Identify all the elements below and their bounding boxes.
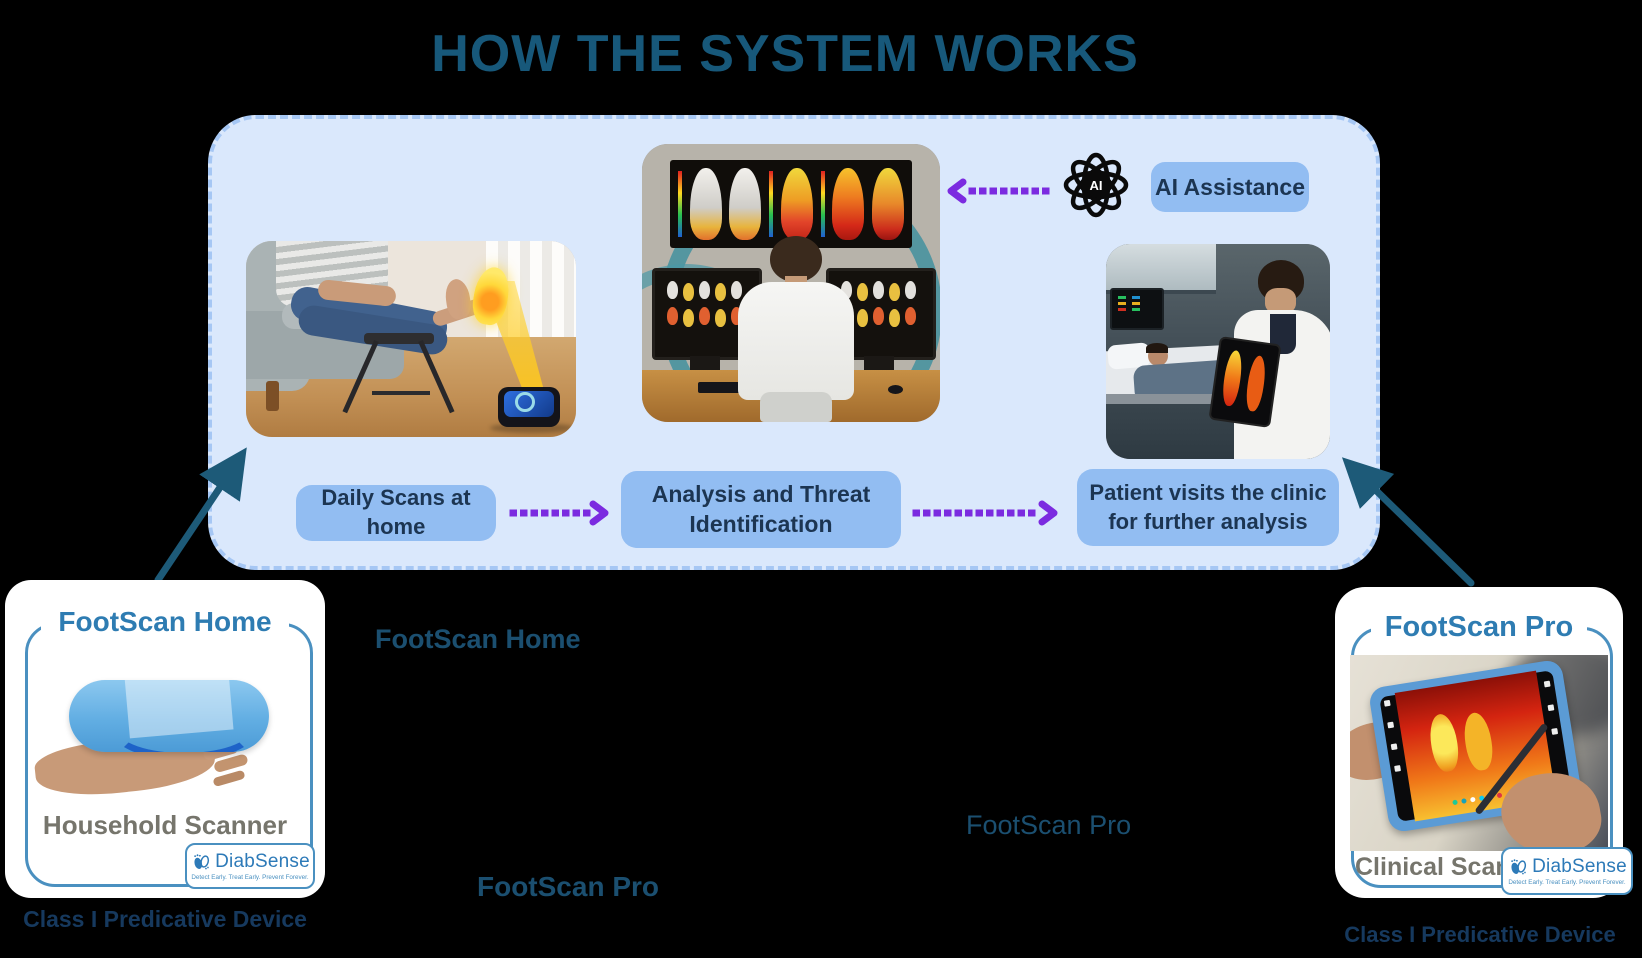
- foot-scan-grayscale-2: [729, 168, 762, 240]
- footscan-pro-card-title: FootScan Pro: [1371, 611, 1587, 644]
- household-scanner-photo: [27, 658, 303, 806]
- doctor-head: [770, 236, 822, 282]
- hospital-window: [1106, 244, 1216, 294]
- couch-leg: [266, 381, 279, 411]
- foot-scan-grid-2: [841, 281, 852, 299]
- patient-hair: [1146, 343, 1168, 353]
- color-scale-bar-2: [769, 171, 774, 237]
- diabsense-tagline: Detect Early. Treat Early. Prevent Forev…: [1508, 879, 1626, 886]
- ai-assistance-label: AI Assistance: [1151, 162, 1309, 212]
- device-seam-line: [111, 700, 257, 752]
- diabsense-logo-name: DiabSense: [1532, 856, 1627, 877]
- floating-label-footscan-home: FootScan Home: [375, 624, 581, 654]
- bezel-icons-right: [1543, 680, 1551, 688]
- footscan-home-device: [498, 387, 560, 427]
- diabsense-logo: DiabSense Detect Early. Treat Early. Pre…: [1501, 847, 1633, 895]
- dotted-arrow-ai-to-analysis: [947, 178, 1054, 204]
- mouse: [888, 385, 903, 394]
- doctor-face: [1265, 288, 1296, 314]
- clinical-scanner-photo: [1350, 655, 1608, 851]
- step-daily-scans-label: Daily Scans at home: [321, 485, 471, 539]
- footscan-home-card-title: FootScan Home: [41, 606, 289, 638]
- foot-stool-seat: [364, 333, 434, 344]
- scanner-lens-ring: [515, 392, 535, 412]
- diabsense-logo: DiabSense Detect Early. Treat Early. Pre…: [185, 843, 315, 889]
- step-analysis-label: Analysis and Threat Identification: [651, 480, 871, 537]
- diabsense-logo-name: DiabSense: [215, 851, 310, 872]
- clinic-photo: [1106, 244, 1330, 459]
- step-clinic-visit: Patient visits the clinic for further an…: [1077, 469, 1339, 546]
- system-flow-panel: AI AI Assistance Daily Scans at home Ana…: [208, 115, 1380, 570]
- page-title: HOW THE SYSTEM WORKS: [431, 25, 1139, 83]
- footscan-pro-card: FootScan Pro Clinical Scanner: [1335, 587, 1633, 898]
- doctor-white-coat: [738, 282, 854, 400]
- analysis-photo: [642, 144, 940, 422]
- tablet-with-thermal-scan: [1208, 336, 1282, 428]
- ai-assistance-text: AI Assistance: [1155, 173, 1305, 200]
- diabsense-logo-row: DiabSense: [1507, 856, 1627, 878]
- step-clinic-visit-label: Patient visits the clinic for further an…: [1089, 479, 1327, 534]
- stool-crossbar: [372, 391, 430, 395]
- office-chair: [760, 392, 832, 422]
- home-card-caption: Household Scanner: [42, 810, 288, 840]
- footscan-home-card: FootScan Home Household Scanner DiabSens…: [5, 580, 325, 898]
- bed-frame: [1106, 394, 1242, 404]
- ai-atom-icon: AI: [1063, 152, 1129, 218]
- foot-scan-grayscale-1: [689, 168, 722, 240]
- vitals-monitor: [1110, 288, 1164, 330]
- step-daily-scans: Daily Scans at home: [296, 485, 496, 541]
- home-class-label: Class I Predicative Device: [23, 906, 307, 932]
- monitor-stand-2: [864, 356, 894, 372]
- vitals-readout: [1118, 296, 1126, 299]
- foot-scan-grid: [667, 281, 678, 299]
- monitor-stand: [690, 356, 720, 372]
- household-scanner-device: [69, 680, 269, 752]
- diabsense-feet-icon: [194, 854, 210, 870]
- wall-display-foot-scans: [670, 160, 912, 248]
- diabsense-logo-row: DiabSense: [190, 851, 310, 873]
- diabsense-feet-icon: [1511, 859, 1527, 875]
- foot-scan-thermal-3: [872, 168, 905, 240]
- arrow-pro-card-to-panel: [1341, 457, 1475, 587]
- floating-label-footscan-pro-lower: FootScan Pro: [477, 871, 660, 902]
- keyboard: [698, 382, 772, 393]
- diabsense-tagline: Detect Early. Treat Early. Prevent Forev…: [191, 874, 309, 881]
- ai-icon-text: AI: [1090, 178, 1103, 193]
- arrow-home-card-to-panel: [154, 447, 247, 584]
- thermal-foot-scans: [1426, 712, 1462, 774]
- dotted-arrow-step1-step2: [509, 500, 609, 526]
- pro-class-label: Class I Predicative Device: [1344, 922, 1616, 947]
- step-analysis: Analysis and Threat Identification: [621, 471, 901, 548]
- color-scale-bar-3: [820, 171, 825, 237]
- dotted-arrow-step2-step3: [912, 500, 1058, 526]
- bezel-icons-left: [1383, 699, 1391, 707]
- color-scale-bar: [677, 171, 682, 237]
- floating-label-footscan-pro-upper: FootScan Pro: [966, 810, 1132, 840]
- screen-toolbar-dots: [1452, 799, 1458, 806]
- foot-scan-thermal-1: [780, 168, 813, 240]
- home-scan-photo: [246, 241, 576, 437]
- scanner-shadow: [490, 423, 574, 433]
- foot-scan-thermal-2: [832, 168, 865, 240]
- tablet-foot-scans: [1220, 349, 1245, 408]
